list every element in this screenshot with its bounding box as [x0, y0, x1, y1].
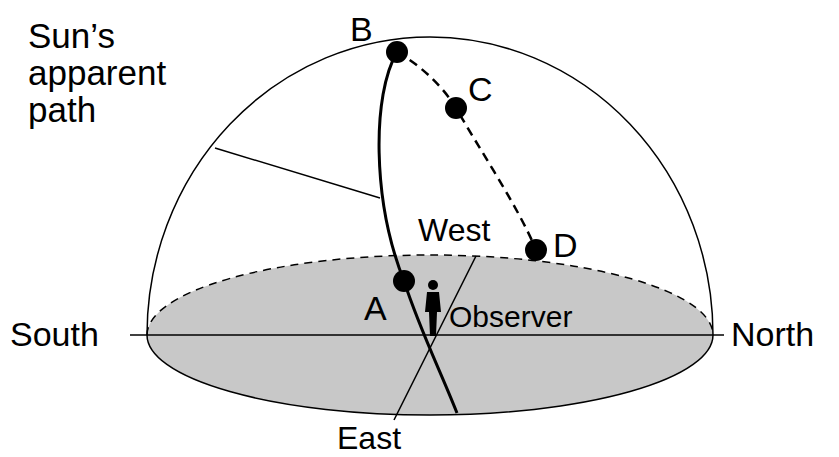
sun-path-night — [397, 52, 536, 250]
point-label: D — [553, 228, 578, 262]
sky-dome — [147, 37, 713, 335]
point-label: C — [468, 72, 493, 106]
leader-line — [215, 148, 380, 198]
direction-label: South — [10, 317, 99, 351]
direction-label: North — [731, 317, 814, 351]
sun-position — [445, 97, 467, 119]
direction-label: East — [337, 422, 401, 454]
sun-position — [393, 270, 415, 292]
point-label: B — [350, 12, 373, 46]
horizon-back — [147, 255, 713, 335]
west-east-line — [394, 256, 476, 420]
direction-label: West — [418, 214, 490, 246]
sun-position — [386, 41, 408, 63]
south-north-line — [130, 334, 724, 336]
sun-position — [525, 239, 547, 261]
point-label: A — [364, 291, 387, 325]
observer-label: Observer — [449, 302, 572, 332]
title-label: Sun’s apparent path — [28, 18, 208, 128]
observer-figure — [425, 280, 441, 336]
